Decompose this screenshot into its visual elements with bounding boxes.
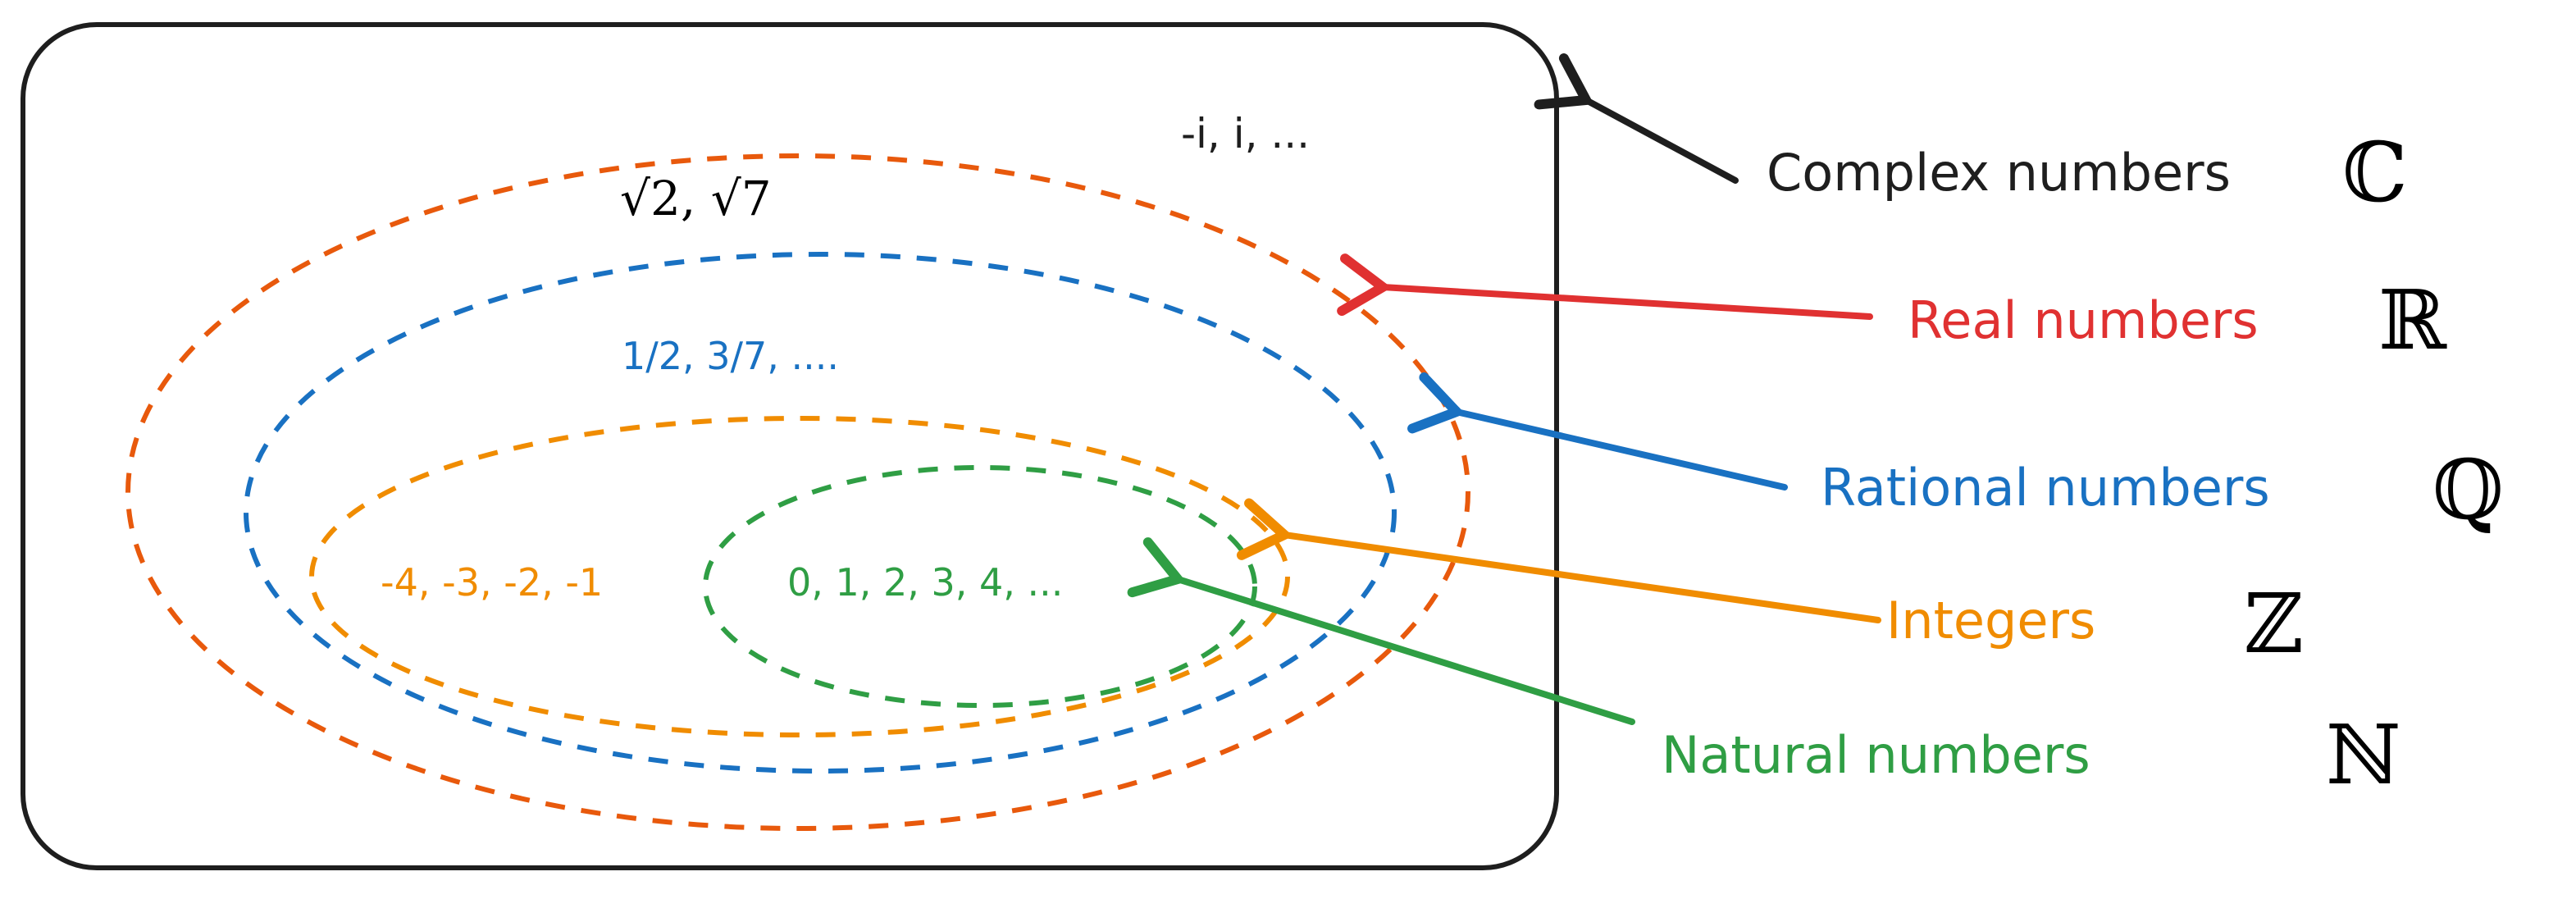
integers-label: Integers xyxy=(1886,591,2095,650)
rational-examples: 1/2, 3/7, .... xyxy=(622,334,839,378)
integers-symbol: ℤ xyxy=(2244,576,2304,672)
integers-examples: -4, -3, -2, -1 xyxy=(381,560,603,605)
real-set-ellipse xyxy=(125,153,1470,831)
natural-label: Natural numbers xyxy=(1662,725,2090,785)
real-symbol: ℝ xyxy=(2378,272,2447,368)
rational-label: Rational numbers xyxy=(1821,458,2270,518)
complex-examples: -i, i, ... xyxy=(1181,110,1310,157)
real-label: Real numbers xyxy=(1908,290,2259,350)
rational-symbol: ℚ xyxy=(2432,442,2504,538)
integers-arrow xyxy=(1236,498,1881,623)
rational-arrow xyxy=(1407,372,1788,491)
rational-set-ellipse xyxy=(244,252,1397,774)
integers-set-ellipse xyxy=(309,416,1290,737)
real-arrow xyxy=(1337,253,1873,320)
real-examples: √2, √7 xyxy=(620,171,772,226)
natural-set-ellipse xyxy=(703,465,1257,708)
complex-label: Complex numbers xyxy=(1767,143,2231,203)
complex-symbol: ℂ xyxy=(2342,125,2408,221)
natural-symbol: ℕ xyxy=(2326,707,2400,803)
complex-set-box xyxy=(21,22,1559,870)
natural-examples: 0, 1, 2, 3, 4, ... xyxy=(787,560,1063,605)
natural-arrow xyxy=(1127,537,1635,725)
complex-arrow xyxy=(1534,53,1739,184)
